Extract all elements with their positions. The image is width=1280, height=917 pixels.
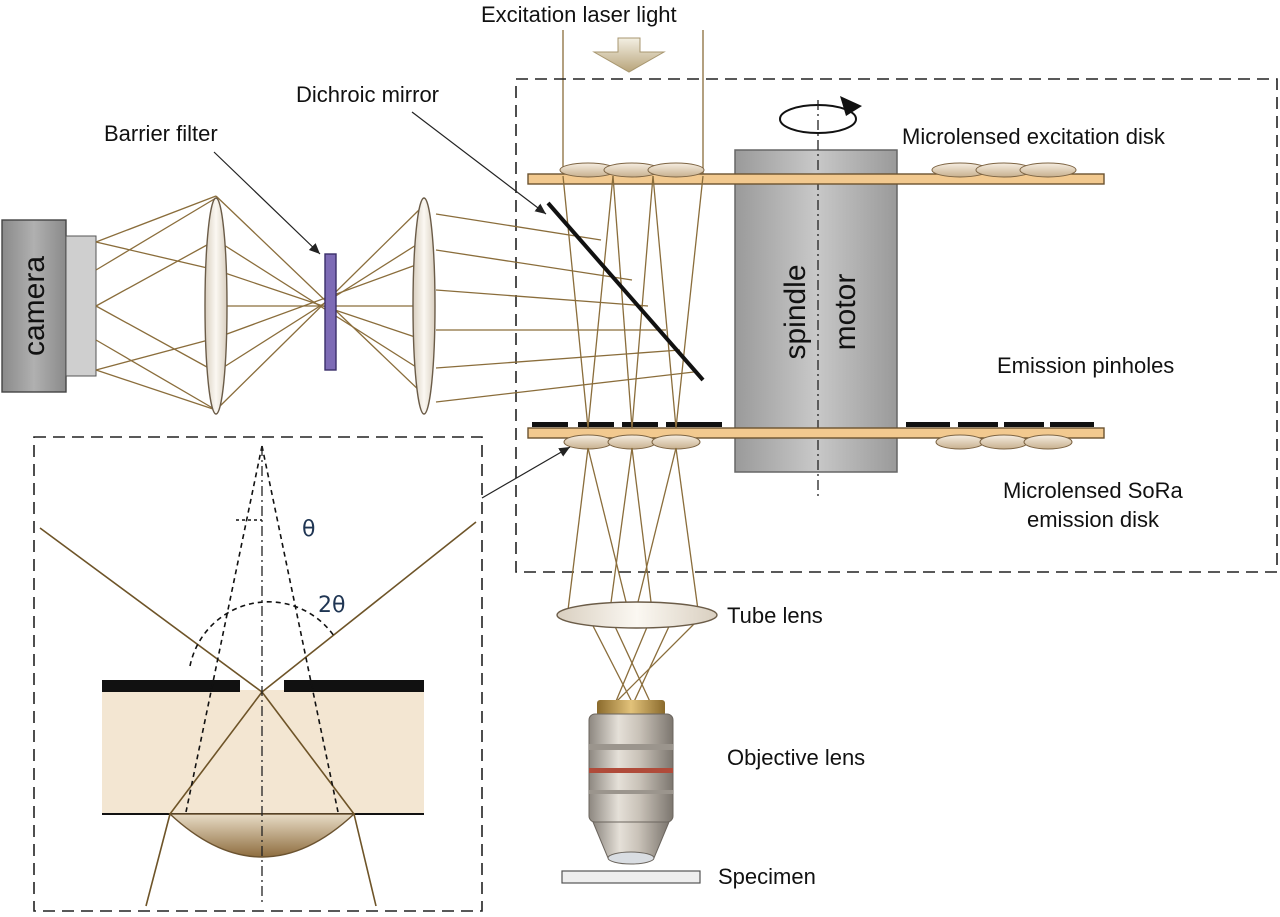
tube-lens	[556, 601, 718, 629]
inset-detail	[39, 445, 477, 907]
camera-body	[1, 219, 67, 393]
specimen-slide	[561, 870, 701, 884]
lower-rays	[567, 447, 699, 707]
inset-boundary	[33, 436, 483, 912]
excitation-laser-label: Excitation laser light	[481, 2, 677, 27]
barrier-filter-label: Barrier filter	[104, 121, 218, 146]
sora-disk-label-line2: emission disk	[1027, 507, 1160, 532]
rotation-arrow-icon	[779, 96, 862, 134]
excitation-disk	[527, 173, 1105, 185]
camera-lens-right	[412, 197, 436, 415]
dichroic-mirror	[546, 201, 705, 382]
spindle-motor	[734, 149, 898, 473]
camera-label: camera	[18, 256, 51, 356]
emission-pinholes-label: Emission pinholes	[997, 353, 1174, 378]
motor-label: motor	[829, 274, 862, 351]
barrier-filter	[324, 253, 337, 371]
objective-lens	[588, 700, 674, 865]
excitation-disk-label: Microlensed excitation disk	[902, 124, 1166, 149]
excitation-microlenses	[559, 162, 1077, 178]
spindle-label: spindle	[779, 264, 812, 359]
camera-lens-left	[204, 197, 228, 415]
inset-pointer	[481, 446, 571, 499]
pinhole-masks	[532, 422, 1094, 427]
objective-lens-label: Objective lens	[727, 745, 865, 770]
disk-rays	[435, 175, 704, 429]
specimen-label: Specimen	[718, 864, 816, 889]
theta-label: θ	[302, 517, 315, 542]
dichroic-pointer	[411, 111, 547, 215]
camera-rays	[95, 195, 425, 411]
disk-unit-boundary	[515, 78, 1278, 573]
barrier-filter-pointer	[213, 151, 321, 255]
two-theta-label: 2θ	[318, 593, 345, 618]
sora-emission-disk	[527, 427, 1105, 439]
dichroic-label: Dichroic mirror	[296, 82, 439, 107]
excitation-arrow-icon	[592, 37, 666, 73]
tube-lens-label: Tube lens	[727, 603, 823, 628]
camera-sensor	[65, 235, 97, 377]
sora-disk-label-line1: Microlensed SoRa	[1003, 478, 1184, 503]
